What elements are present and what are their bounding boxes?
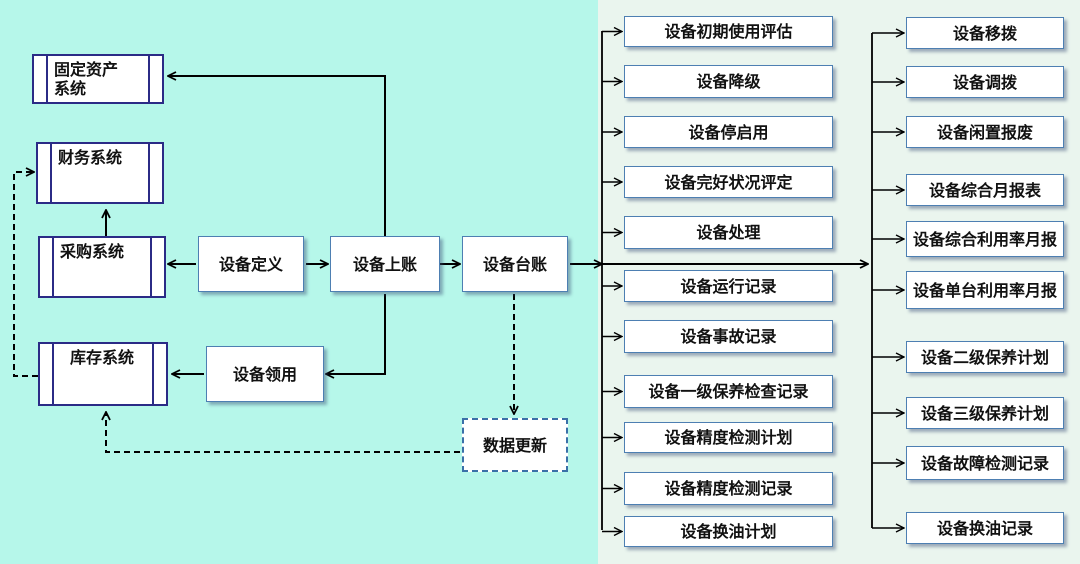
data-update-box[interactable]: 数据更新 (462, 418, 568, 472)
box-bar-left (50, 144, 52, 202)
box-bar-right (148, 144, 150, 202)
box-bar-left (46, 56, 48, 102)
device-posting-box[interactable]: 设备上账 (330, 236, 440, 292)
fixed-asset-system-label: 固定资产 系统 (54, 60, 119, 98)
middle-item[interactable]: 设备换油计划 (624, 516, 833, 547)
middle-item[interactable]: 设备初期使用评估 (624, 16, 833, 47)
middle-item[interactable]: 设备降级 (624, 65, 833, 98)
right-item[interactable]: 设备综合月报表 (906, 174, 1064, 206)
middle-item[interactable]: 设备处理 (624, 216, 833, 249)
right-item[interactable]: 设备故障检测记录 (906, 446, 1064, 480)
fixed-asset-system[interactable]: 固定资产 系统 (32, 54, 164, 104)
inventory-system-label: 库存系统 (70, 348, 135, 367)
finance-system[interactable]: 财务系统 (36, 142, 164, 204)
right-item[interactable]: 设备三级保养计划 (906, 397, 1064, 429)
right-item[interactable]: 设备移拨 (906, 17, 1064, 49)
box-bar-right (148, 56, 150, 102)
middle-item[interactable]: 设备一级保养检查记录 (624, 375, 833, 408)
middle-item[interactable]: 设备精度检测记录 (624, 472, 833, 505)
box-bar-left (52, 238, 54, 296)
arrow-inventory-to-finance (13, 172, 38, 377)
right-item[interactable]: 设备二级保养计划 (906, 341, 1064, 373)
middle-item[interactable]: 设备事故记录 (624, 320, 833, 353)
right-item[interactable]: 设备闲置报废 (906, 116, 1064, 148)
arrow-posting-to-fixed-asset (168, 76, 386, 236)
box-bar-right (152, 344, 154, 404)
purchase-system-label: 采购系统 (60, 242, 125, 261)
right-item[interactable]: 设备综合利用率月报 (906, 221, 1064, 257)
arrow-data-update-to-inventory (106, 412, 460, 453)
box-bar-left (52, 344, 54, 404)
right-item[interactable]: 设备换油记录 (906, 512, 1064, 544)
device-requisition-box[interactable]: 设备领用 (206, 346, 324, 402)
arrow-posting-to-requisition (326, 294, 386, 374)
right-item[interactable]: 设备单台利用率月报 (906, 271, 1064, 309)
middle-item[interactable]: 设备停启用 (624, 116, 833, 148)
finance-system-label: 财务系统 (58, 148, 123, 167)
box-bar-right (150, 238, 152, 296)
middle-item[interactable]: 设备完好状况评定 (624, 166, 833, 198)
purchase-system[interactable]: 采购系统 (38, 236, 166, 298)
middle-item[interactable]: 设备精度检测计划 (624, 422, 833, 453)
device-ledger-box[interactable]: 设备台账 (462, 236, 568, 292)
inventory-system[interactable]: 库存系统 (38, 342, 168, 406)
right-item[interactable]: 设备调拨 (906, 66, 1064, 98)
middle-item[interactable]: 设备运行记录 (624, 270, 833, 302)
device-definition-box[interactable]: 设备定义 (198, 236, 304, 292)
